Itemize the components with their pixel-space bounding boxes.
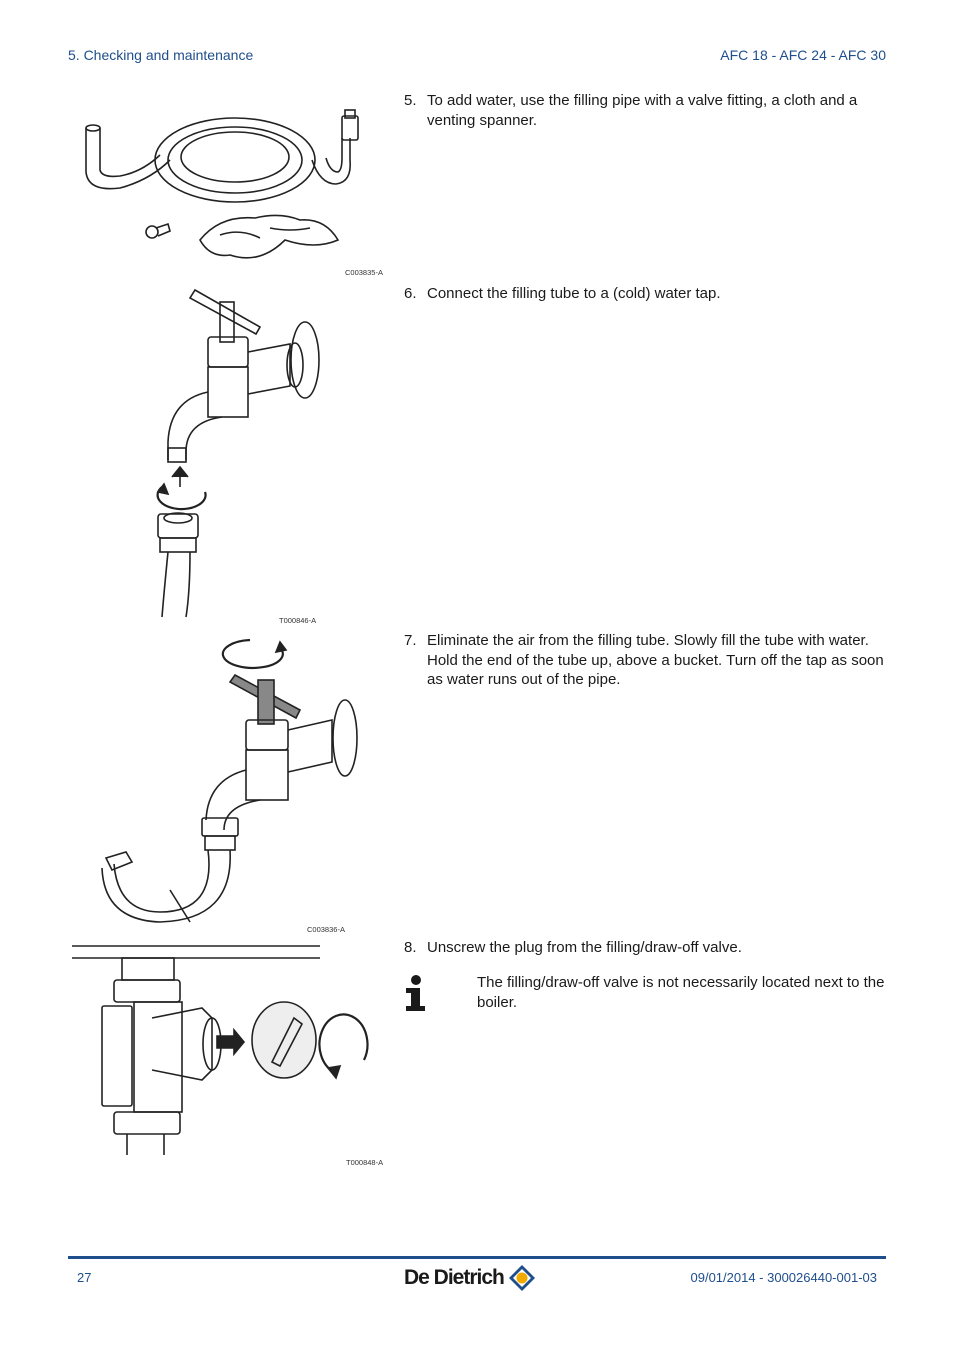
step-text: Eliminate the air from the filling tube.…	[427, 632, 884, 688]
tap-connection-illustration	[156, 288, 320, 618]
step-text: To add water, use the filling pipe with …	[427, 92, 858, 129]
info-icon	[406, 975, 425, 1011]
brand-logo: De Dietrich	[404, 1261, 537, 1295]
step-7: 7. Eliminate the air from the filling tu…	[404, 631, 888, 690]
step-number: 8.	[404, 939, 417, 956]
step-text: Unscrew the plug from the filling/draw-o…	[427, 939, 742, 956]
tap-filling-tube-illustration	[101, 638, 358, 923]
step-5: 5. To add water, use the filling pipe wi…	[404, 91, 888, 130]
figure-caption-4: T000848-A	[346, 1158, 384, 1167]
step-8: 8. Unscrew the plug from the filling/dra…	[404, 938, 888, 958]
step-6: 6. Connect the filling tube to a (cold) …	[404, 284, 888, 304]
figure-caption-1: C003835-A	[345, 268, 383, 277]
footer-divider	[68, 1256, 886, 1259]
page-number: 27	[77, 1270, 92, 1285]
filling-pipe-illustration	[85, 109, 359, 259]
draw-off-valve-illustration	[72, 945, 369, 1155]
step-number: 5.	[404, 92, 417, 109]
document-reference: 09/01/2014 - 300026440-001-03	[690, 1270, 878, 1285]
brand-diamond-icon	[508, 1265, 535, 1291]
info-note-text: The filling/draw-off valve is not necess…	[477, 974, 885, 1011]
brand-name: De Dietrich	[404, 1266, 505, 1289]
figure-caption-2: T000846-A	[279, 616, 317, 625]
model-list: AFC 18 - AFC 24 - AFC 30	[720, 47, 886, 63]
section-title: 5. Checking and maintenance	[68, 47, 254, 63]
figure-caption-3: C003836-A	[307, 925, 345, 934]
step-number: 7.	[404, 632, 417, 649]
step-number: 6.	[404, 285, 417, 302]
step-text: Connect the filling tube to a (cold) wat…	[427, 285, 721, 302]
